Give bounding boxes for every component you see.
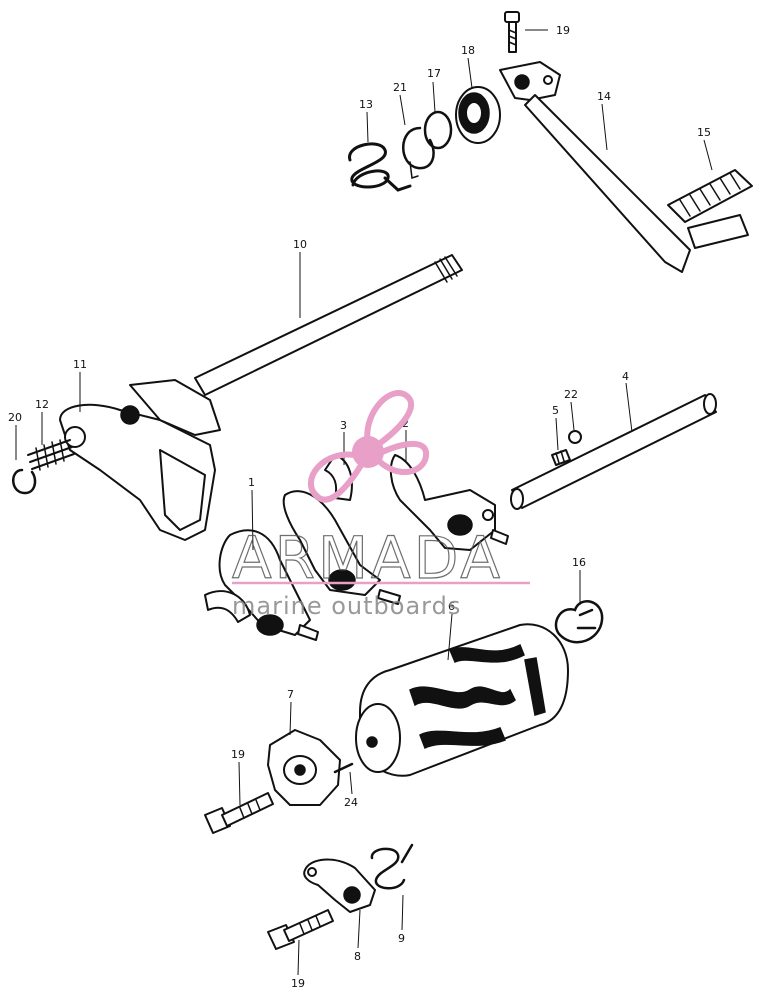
- detent-pin-5: [551, 449, 571, 466]
- bolt-20: [204, 792, 274, 834]
- drum-cam-7: [267, 729, 341, 806]
- oil-seal-18: [455, 86, 501, 144]
- callout-9: 9: [398, 932, 405, 945]
- callout-11: 11: [73, 358, 87, 371]
- watermark: ARMADA marine outboards: [231, 390, 530, 620]
- callout-1: 1: [248, 476, 255, 489]
- fork-shaft-4: [510, 393, 717, 510]
- leader-lines: [15, 29, 713, 976]
- callout-22: 21: [393, 81, 407, 94]
- bolt-19-bottom: [267, 909, 334, 950]
- watermark-brand: ARMADA: [232, 524, 503, 592]
- callout-17: 17: [427, 67, 441, 80]
- callout-5: 5: [552, 404, 559, 417]
- callout-6: 6: [448, 600, 455, 613]
- torsion-spring-13: [348, 142, 412, 192]
- gearshift-spindle-10: [194, 254, 463, 396]
- callout-19-bottom: 19: [291, 977, 305, 990]
- dowel-pin-24: [333, 762, 354, 774]
- callout-7: 7: [287, 688, 294, 701]
- drum-stopper-clip-16: [554, 600, 604, 644]
- callout-15: 15: [697, 126, 711, 139]
- callout-24: 24: [344, 796, 358, 809]
- callout-12: 12: [35, 398, 49, 411]
- callout-18: 18: [461, 44, 475, 57]
- callout-4: 4: [622, 370, 629, 383]
- callout-8: 8: [354, 950, 361, 963]
- bolt-19-top: [504, 11, 520, 53]
- spindle-arm-11: [59, 379, 221, 541]
- shift-drum-6: [355, 623, 569, 777]
- callout-16: 16: [572, 556, 586, 569]
- callout-10: 10: [293, 238, 307, 251]
- circlip-22: [402, 126, 435, 180]
- callout-13: 13: [359, 98, 373, 111]
- stopper-spring-9: [370, 843, 414, 890]
- return-spring-12: [27, 439, 75, 471]
- circlip-21: [12, 468, 37, 495]
- callout-3: 3: [340, 419, 347, 432]
- pedal-rubber-15: [667, 169, 753, 249]
- propeller-icon: [308, 390, 430, 503]
- callout-14: 14: [597, 90, 611, 103]
- detent-ball-23: [568, 430, 582, 444]
- callout-20: 19: [231, 748, 245, 761]
- callout-21: 20: [8, 411, 22, 424]
- o-ring-17: [423, 110, 453, 150]
- shift-pedal-14: [499, 61, 691, 273]
- shift-fork-2: [389, 454, 509, 551]
- stopper-plate-8: [303, 858, 376, 913]
- callout-23: 22: [564, 388, 578, 401]
- watermark-tagline: marine outboards: [232, 592, 461, 620]
- callout-19-top: 19: [556, 24, 570, 37]
